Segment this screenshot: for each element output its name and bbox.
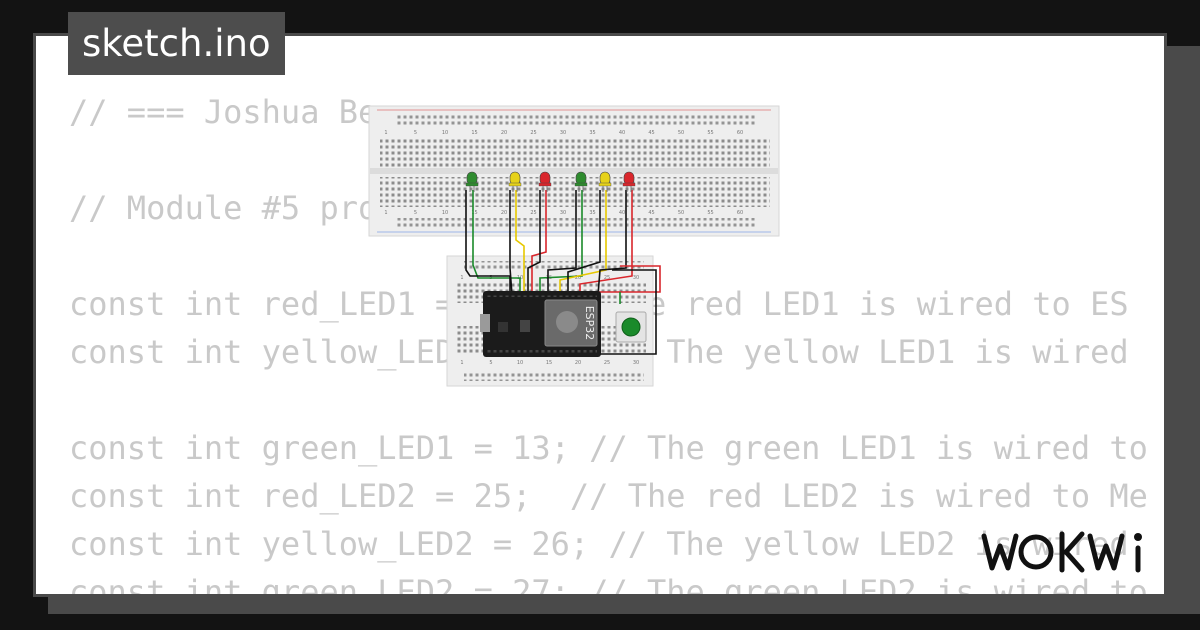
code-line: // === Joshua Be bbox=[69, 93, 378, 131]
breadboard-number: 50 bbox=[678, 210, 684, 216]
breadboard-number: 20 bbox=[501, 130, 507, 136]
breadboard-number: 1 bbox=[460, 275, 463, 281]
breadboard-number: 25 bbox=[530, 130, 536, 136]
breadboard-number: 5 bbox=[414, 210, 417, 216]
breadboard-number: 1 bbox=[460, 360, 463, 366]
filename-tab: sketch.ino bbox=[68, 12, 285, 75]
breadboard-number: 15 bbox=[471, 130, 477, 136]
breadboard-number: 1 bbox=[384, 210, 387, 216]
breadboard-number: 30 bbox=[560, 210, 566, 216]
breadboard-number: 60 bbox=[737, 210, 743, 216]
breadboard-number: 30 bbox=[560, 130, 566, 136]
wires bbox=[465, 190, 661, 355]
breadboard-number: 45 bbox=[648, 130, 654, 136]
breadboard-number: 15 bbox=[471, 210, 477, 216]
led-green bbox=[574, 171, 588, 192]
breadboard-number: 40 bbox=[619, 130, 625, 136]
breadboard-number: 25 bbox=[604, 360, 610, 366]
code-line: const int yellow_LED2 = 26; // The yello… bbox=[69, 525, 1129, 563]
breadboard-number: 10 bbox=[442, 210, 448, 216]
led-yellow bbox=[598, 171, 612, 192]
wokwi-logo bbox=[981, 531, 1142, 573]
breadboard-number: 35 bbox=[589, 130, 595, 136]
esp32-label: ESP32 bbox=[583, 306, 596, 341]
breadboard-number: 1 bbox=[384, 130, 387, 136]
breadboard-number: 55 bbox=[707, 210, 713, 216]
led-group bbox=[465, 171, 636, 192]
breadboard-number: 50 bbox=[678, 130, 684, 136]
led-red bbox=[622, 171, 636, 192]
push-button[interactable] bbox=[615, 311, 647, 343]
breadboard-number: 15 bbox=[546, 360, 552, 366]
breadboard-number: 5 bbox=[414, 130, 417, 136]
breadboard-number: 45 bbox=[648, 210, 654, 216]
code-line: const int green_LED1 = 13; // The green … bbox=[69, 429, 1148, 467]
led-green bbox=[465, 171, 479, 192]
esp32-board: ESP32 bbox=[480, 291, 601, 357]
breadboard-number: 30 bbox=[633, 275, 639, 281]
breadboard-number: 5 bbox=[489, 360, 492, 366]
breadboard-number: 40 bbox=[619, 210, 625, 216]
breadboard-number: 35 bbox=[589, 210, 595, 216]
code-line: const int green_LED2 = 27; // The green … bbox=[69, 573, 1148, 597]
led-red bbox=[538, 171, 552, 192]
breadboard-number: 55 bbox=[707, 130, 713, 136]
breadboard-number: 10 bbox=[517, 360, 523, 366]
led-yellow bbox=[508, 171, 522, 192]
breadboard-number: 25 bbox=[604, 275, 610, 281]
breadboard-number: 20 bbox=[575, 275, 581, 281]
breadboard-number: 25 bbox=[530, 210, 536, 216]
breadboard-number: 60 bbox=[737, 130, 743, 136]
breadboard-number: 30 bbox=[633, 360, 639, 366]
breadboard-number: 10 bbox=[442, 130, 448, 136]
breadboard-number: 20 bbox=[575, 360, 581, 366]
breadboard-number: 20 bbox=[501, 210, 507, 216]
code-line: const int red_LED2 = 25; // The red LED2… bbox=[69, 477, 1148, 515]
